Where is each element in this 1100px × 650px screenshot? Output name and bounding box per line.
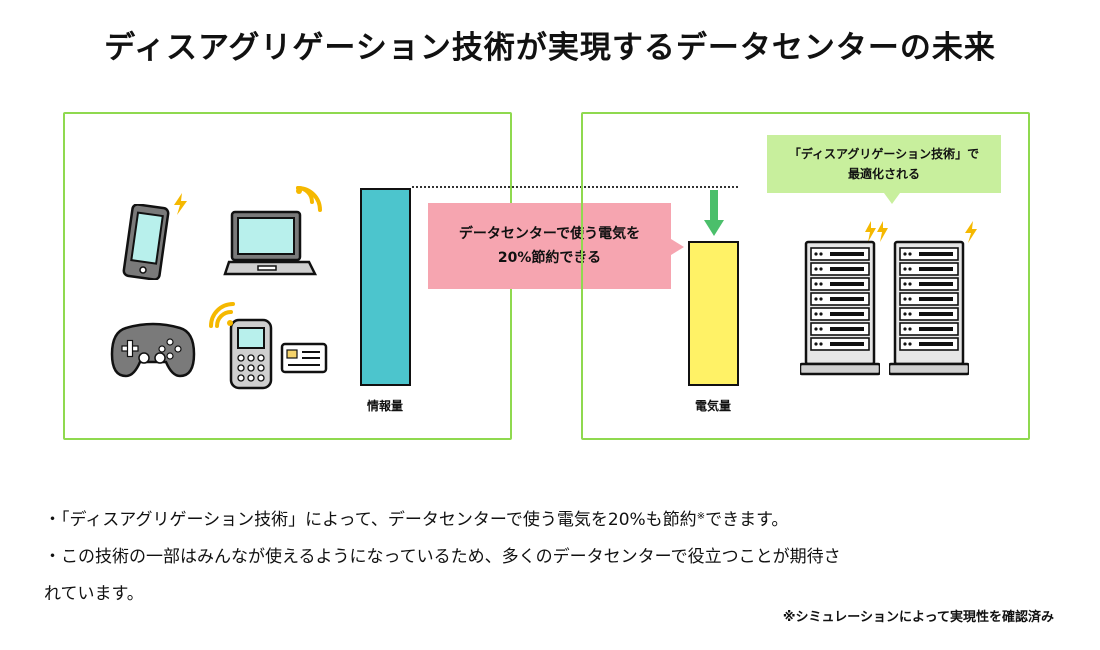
footnote-mark: ※ [696,511,706,522]
note-line-1-text: ・「ディスアグリゲーション技術」によって、データセンターで使う電気を20%も節約 [44,510,697,530]
server-rack-icon [889,240,969,376]
energy-saving-callout-line2: 20%節約できる [497,250,602,266]
feature-phone-icon [229,318,273,390]
wifi-signal-icon [209,302,235,328]
note-line-1-tail: できます。 [705,510,789,530]
energy-saving-callout-line1: データセンターで使う電気を [458,226,641,242]
down-arrow-icon [704,190,724,236]
wifi-signal-icon [296,186,322,212]
power-amount-label: 電気量 [694,399,731,413]
note-line-1: ・「ディスアグリゲーション技術」によって、データセンターで使う電気を20%も節約… [44,498,1064,539]
right-panel [581,112,1030,440]
server-rack-icon [800,240,880,376]
lightning-icon [865,221,888,242]
note-line-3: れています。 [44,584,144,604]
game-controller-icon [110,322,196,378]
lightning-icon [965,221,977,243]
ic-card-icon [280,342,328,374]
note-line-2: ・この技術の一部はみんなが使えるようになっているため、多くのデータセンターで役立… [44,547,841,567]
footnote: ※シミュレーションによって実現性を確認済み [782,610,1054,625]
reference-dotted-line [412,186,738,188]
optimization-callout-line2: 最適化される [847,167,920,181]
information-amount-bar [360,188,411,386]
optimization-callout-line1: 「ディスアグリゲーション技術」で [788,147,980,161]
information-amount-label: 情報量 [366,399,403,413]
laptop-icon [223,210,318,276]
energy-saving-callout: データセンターで使う電気を 20%節約できる [428,203,684,289]
notes-section: ・「ディスアグリゲーション技術」によって、データセンターで使う電気を20%も節約… [44,498,1064,613]
optimization-callout: 「ディスアグリゲーション技術」で 最適化される [767,135,1001,204]
page-title: ディスアグリゲーション技術が実現するデータセンターの未来 [104,30,996,66]
lightning-icon [174,193,187,215]
power-amount-bar [688,241,739,386]
smartphone-icon [122,204,170,280]
